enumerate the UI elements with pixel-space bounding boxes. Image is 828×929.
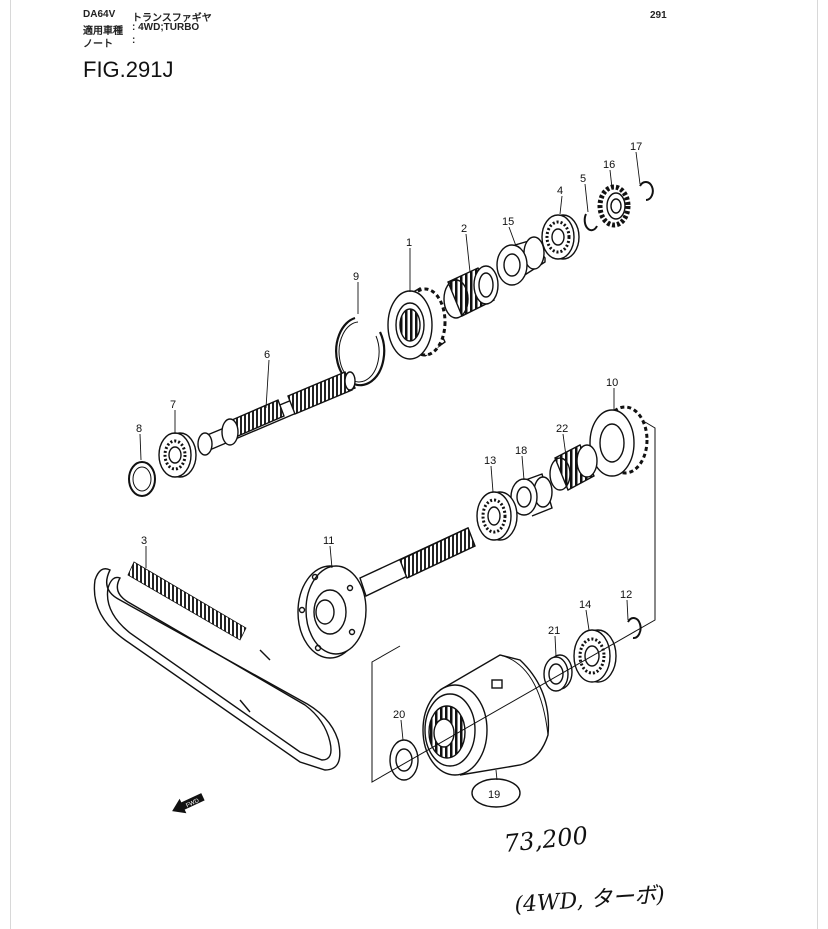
handwritten-price: 73,200 [503, 821, 589, 858]
fwd-arrow: FWD [172, 793, 205, 814]
note-label: ノート [83, 39, 113, 50]
group-bracket [371, 421, 656, 783]
part-18-collar [510, 473, 553, 517]
part-4-bearing [541, 214, 580, 260]
part-7-bearing [158, 432, 197, 478]
label-18: 18 [515, 445, 527, 457]
part-15-collar [496, 236, 546, 286]
label-7: 7 [170, 399, 176, 411]
note-value: : [132, 35, 136, 46]
page-number: 291 [650, 10, 667, 21]
fwd-label: FWD [185, 798, 201, 809]
label-19: 19 [488, 789, 500, 801]
part-6-shaft [197, 371, 356, 456]
vehicle-value: : 4WD;TURBO [132, 22, 200, 33]
label-21: 21 [548, 625, 560, 637]
part-14-bearing [573, 629, 617, 683]
part-22-needle-bearing [549, 444, 598, 491]
label-20: 20 [393, 709, 405, 721]
label-9: 9 [353, 271, 359, 283]
label-14: 14 [579, 599, 591, 611]
label-12: 12 [620, 589, 632, 601]
part-8-snap-ring [128, 461, 156, 497]
label-4: 4 [557, 185, 563, 197]
label-15: 15 [502, 216, 514, 228]
label-8: 8 [136, 423, 142, 435]
label-1: 1 [406, 237, 412, 249]
vehicle-label: 適用車種 [83, 26, 123, 37]
label-5: 5 [580, 173, 586, 185]
label-16: 16 [603, 159, 615, 171]
group-name: トランスファギヤ [132, 13, 212, 24]
part-19-case [422, 654, 550, 776]
part-20-washer [389, 739, 419, 781]
label-6: 6 [264, 349, 270, 361]
part-13-bearing [476, 491, 518, 541]
part-16-gear [597, 184, 631, 228]
part-12-snap-ring [627, 617, 642, 640]
part-11-flange-shaft [297, 527, 476, 659]
part-5-snap-ring [583, 213, 598, 232]
label-17: 17 [630, 141, 642, 153]
part-1-sprocket [387, 286, 447, 360]
label-13: 13 [484, 455, 496, 467]
leader-lines [139, 151, 641, 781]
part-2-needle-bearing [443, 265, 499, 319]
label-11: 11 [323, 535, 334, 547]
model-code: DA64V [83, 9, 116, 20]
part-10-sprocket [589, 405, 649, 477]
handwritten-note: (4WD, ターボ) [514, 883, 666, 918]
label-3: 3 [141, 535, 147, 547]
label-2: 2 [461, 223, 467, 235]
highlight-circle-19 [471, 778, 521, 808]
label-22: 22 [556, 423, 568, 435]
figure-title: FIG.291J [83, 57, 174, 82]
part-21-ring [543, 654, 573, 692]
part-3-chain [93, 561, 341, 771]
label-10: 10 [606, 377, 618, 389]
part-17-circlip [639, 181, 654, 201]
